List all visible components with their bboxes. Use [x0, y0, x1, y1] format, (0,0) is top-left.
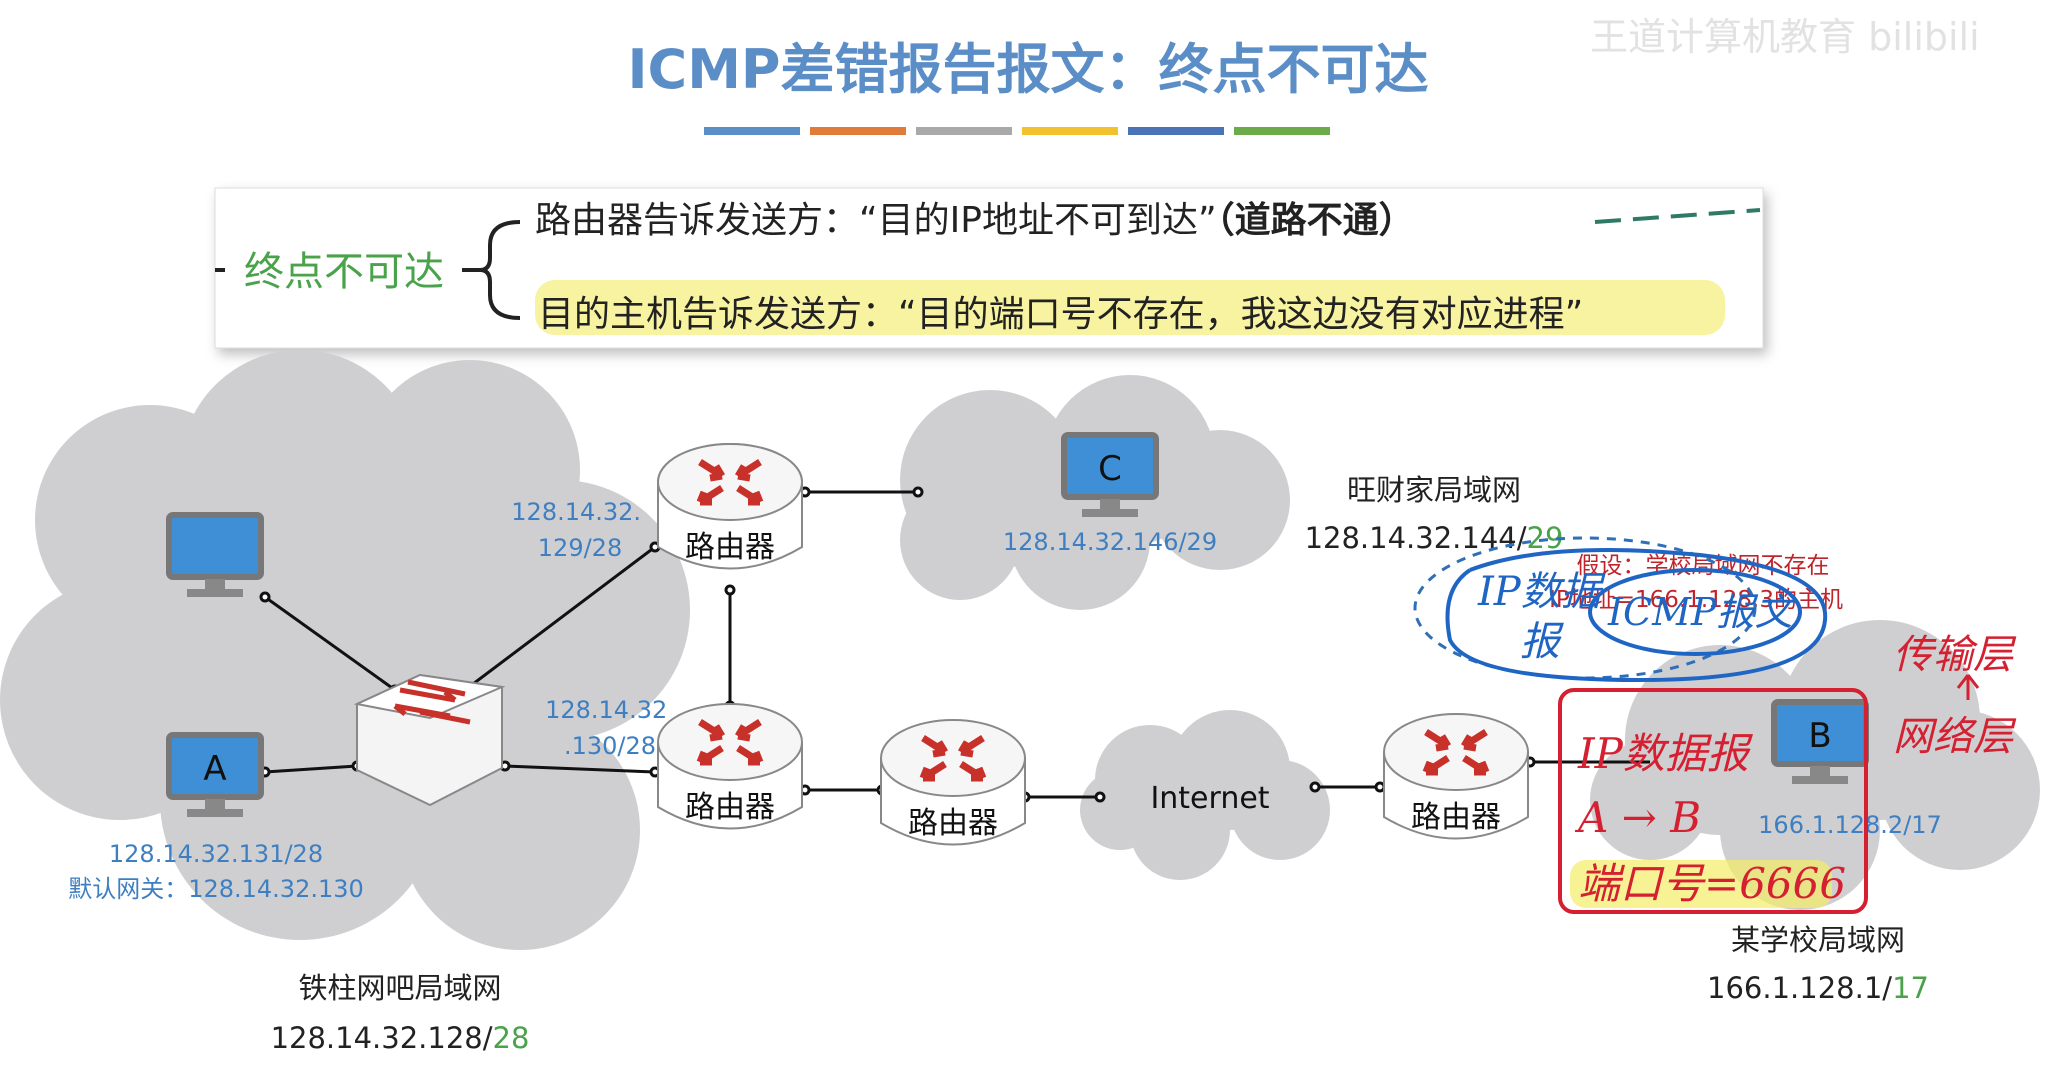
hand-highlight — [1570, 860, 1832, 908]
title-bar-segment — [1128, 127, 1224, 135]
computer-icon-c: C — [1061, 432, 1159, 517]
internet-label: Internet — [1150, 781, 1269, 816]
hand-transport-layer: 传输层 — [1893, 632, 2017, 678]
hand-box-line1: IP数据报 — [1577, 729, 1754, 778]
title-bar-segment — [916, 127, 1012, 135]
handwritten-ellipse-inner — [1588, 568, 1802, 656]
hand-up-arrow-icon — [1956, 674, 1980, 700]
computer-icon-left-top — [166, 512, 264, 597]
switch-icon — [353, 673, 506, 807]
host-a-label: A — [203, 749, 226, 789]
router-edge-left: 路由器 — [880, 719, 1026, 846]
title-bar-segment — [1022, 127, 1118, 135]
handwritten-ellipse-outer — [1445, 548, 1828, 683]
lan-b-name: 某学校局域网 — [1731, 923, 1905, 957]
hand-box-line3: 端口号=6666 — [1578, 859, 1846, 908]
hand-box-line2: A → B — [1574, 793, 1701, 842]
router-top-ip: 128.14.32. 129/28 — [511, 498, 648, 562]
title-bar-segment — [1234, 127, 1330, 135]
router-label: 路由器 — [685, 790, 775, 825]
host-b-label: B — [1808, 716, 1831, 756]
highlight-marker — [535, 280, 1725, 335]
cloud-left-lan — [0, 350, 690, 950]
summary-line1: 路由器告诉发送方：“目的IP地址不可到达”（道路不通） — [535, 200, 1415, 241]
host-c-ip: 128.14.32.146/29 — [1003, 528, 1217, 556]
host-b-ip: 166.1.128.2/17 — [1758, 811, 1942, 839]
cloud-internet — [1080, 710, 1330, 880]
hand-network-layer: 网络层 — [1893, 714, 2017, 760]
summary-topic: 终点不可达 — [244, 249, 444, 295]
lan-c-name: 旺财家局域网 — [1347, 473, 1521, 507]
hand-icmp-msg: ICMP报文 — [1607, 590, 1798, 634]
host-a-gateway: 默认网关：128.14.32.130 — [68, 875, 364, 903]
title-color-bar — [704, 127, 1330, 135]
computer-icon-a: A — [166, 732, 264, 817]
router-label: 路由器 — [685, 530, 775, 565]
network-links — [264, 490, 1650, 799]
handwritten-red-box — [1558, 688, 1868, 914]
lan-b-net: 166.1.128.1/17 — [1707, 971, 1929, 1005]
host-a-ip: 128.14.32.131/28 — [109, 840, 323, 868]
dashed-ellipse — [1413, 536, 1757, 680]
hand-ip-datagram: IP数据 — [1477, 569, 1606, 615]
summary-line2: 目的主机告诉发送方：“目的端口号不存在，我这边没有对应进程” — [538, 294, 1583, 335]
router-label: 路由器 — [908, 806, 998, 841]
router-mid-ip: 128.14.32 .130/28 — [545, 696, 675, 760]
lan-left-net: 128.14.32.128/28 — [271, 1021, 530, 1055]
router-school: 路由器 — [1383, 713, 1529, 840]
computer-icon-b: B — [1771, 699, 1869, 784]
router-top: 路由器 — [657, 443, 803, 570]
brace-icon — [462, 220, 521, 320]
host-c-label: C — [1098, 449, 1122, 489]
router-label: 路由器 — [1411, 800, 1501, 835]
lan-left-name: 铁柱网吧局域网 — [298, 971, 501, 1005]
title-bar-segment — [810, 127, 906, 135]
lan-c-net: 128.14.32.144/29 — [1305, 521, 1564, 555]
router-middle: 路由器 — [657, 703, 803, 830]
watermark: 王道计算机教育 bilibili — [1590, 15, 1980, 59]
hand-ip-datagram-2: 报 — [1520, 619, 1564, 665]
dashed-mark — [1594, 208, 1761, 224]
title-bar-segment — [704, 127, 800, 135]
page-title: ICMP差错报告报文：终点不可达 — [627, 38, 1428, 101]
